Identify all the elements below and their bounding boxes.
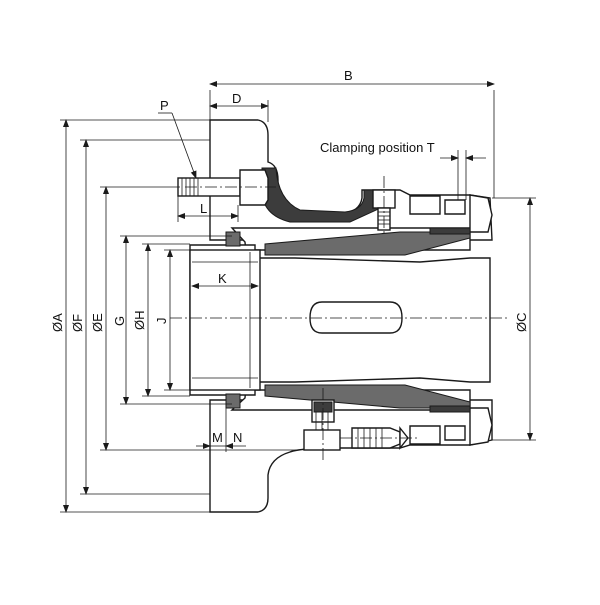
dim-c: ØC — [492, 197, 536, 441]
label-j: J — [154, 318, 169, 325]
dim-clamping-t: Clamping position T — [320, 140, 486, 200]
dim-k: K — [191, 271, 259, 289]
dim-e: ØE — [90, 186, 300, 451]
label-d: D — [232, 91, 241, 106]
label-a: ØA — [50, 313, 65, 332]
label-b: B — [344, 68, 353, 83]
label-h: ØH — [132, 311, 147, 331]
label-e: ØE — [90, 313, 105, 332]
label-p: P — [160, 98, 169, 113]
dim-a: ØA — [50, 119, 210, 513]
label-m: M — [212, 430, 223, 445]
chuck-body — [177, 119, 493, 513]
dim-mn: M N — [196, 408, 246, 452]
label-g: G — [112, 316, 127, 326]
dim-j: J — [154, 249, 190, 391]
dim-d: D — [209, 91, 269, 122]
label-l: L — [200, 201, 207, 216]
label-k: K — [218, 271, 227, 286]
dim-l: L — [177, 196, 239, 222]
label-c: ØC — [514, 313, 529, 333]
label-clamping-position: Clamping position T — [320, 140, 435, 155]
dim-f: ØF — [70, 139, 210, 495]
dim-h: ØH — [132, 243, 190, 397]
dim-g: G — [112, 235, 232, 405]
label-f: ØF — [70, 314, 85, 332]
label-n: N — [233, 430, 242, 445]
leader-p: P — [158, 98, 197, 179]
centerlines — [170, 176, 510, 319]
